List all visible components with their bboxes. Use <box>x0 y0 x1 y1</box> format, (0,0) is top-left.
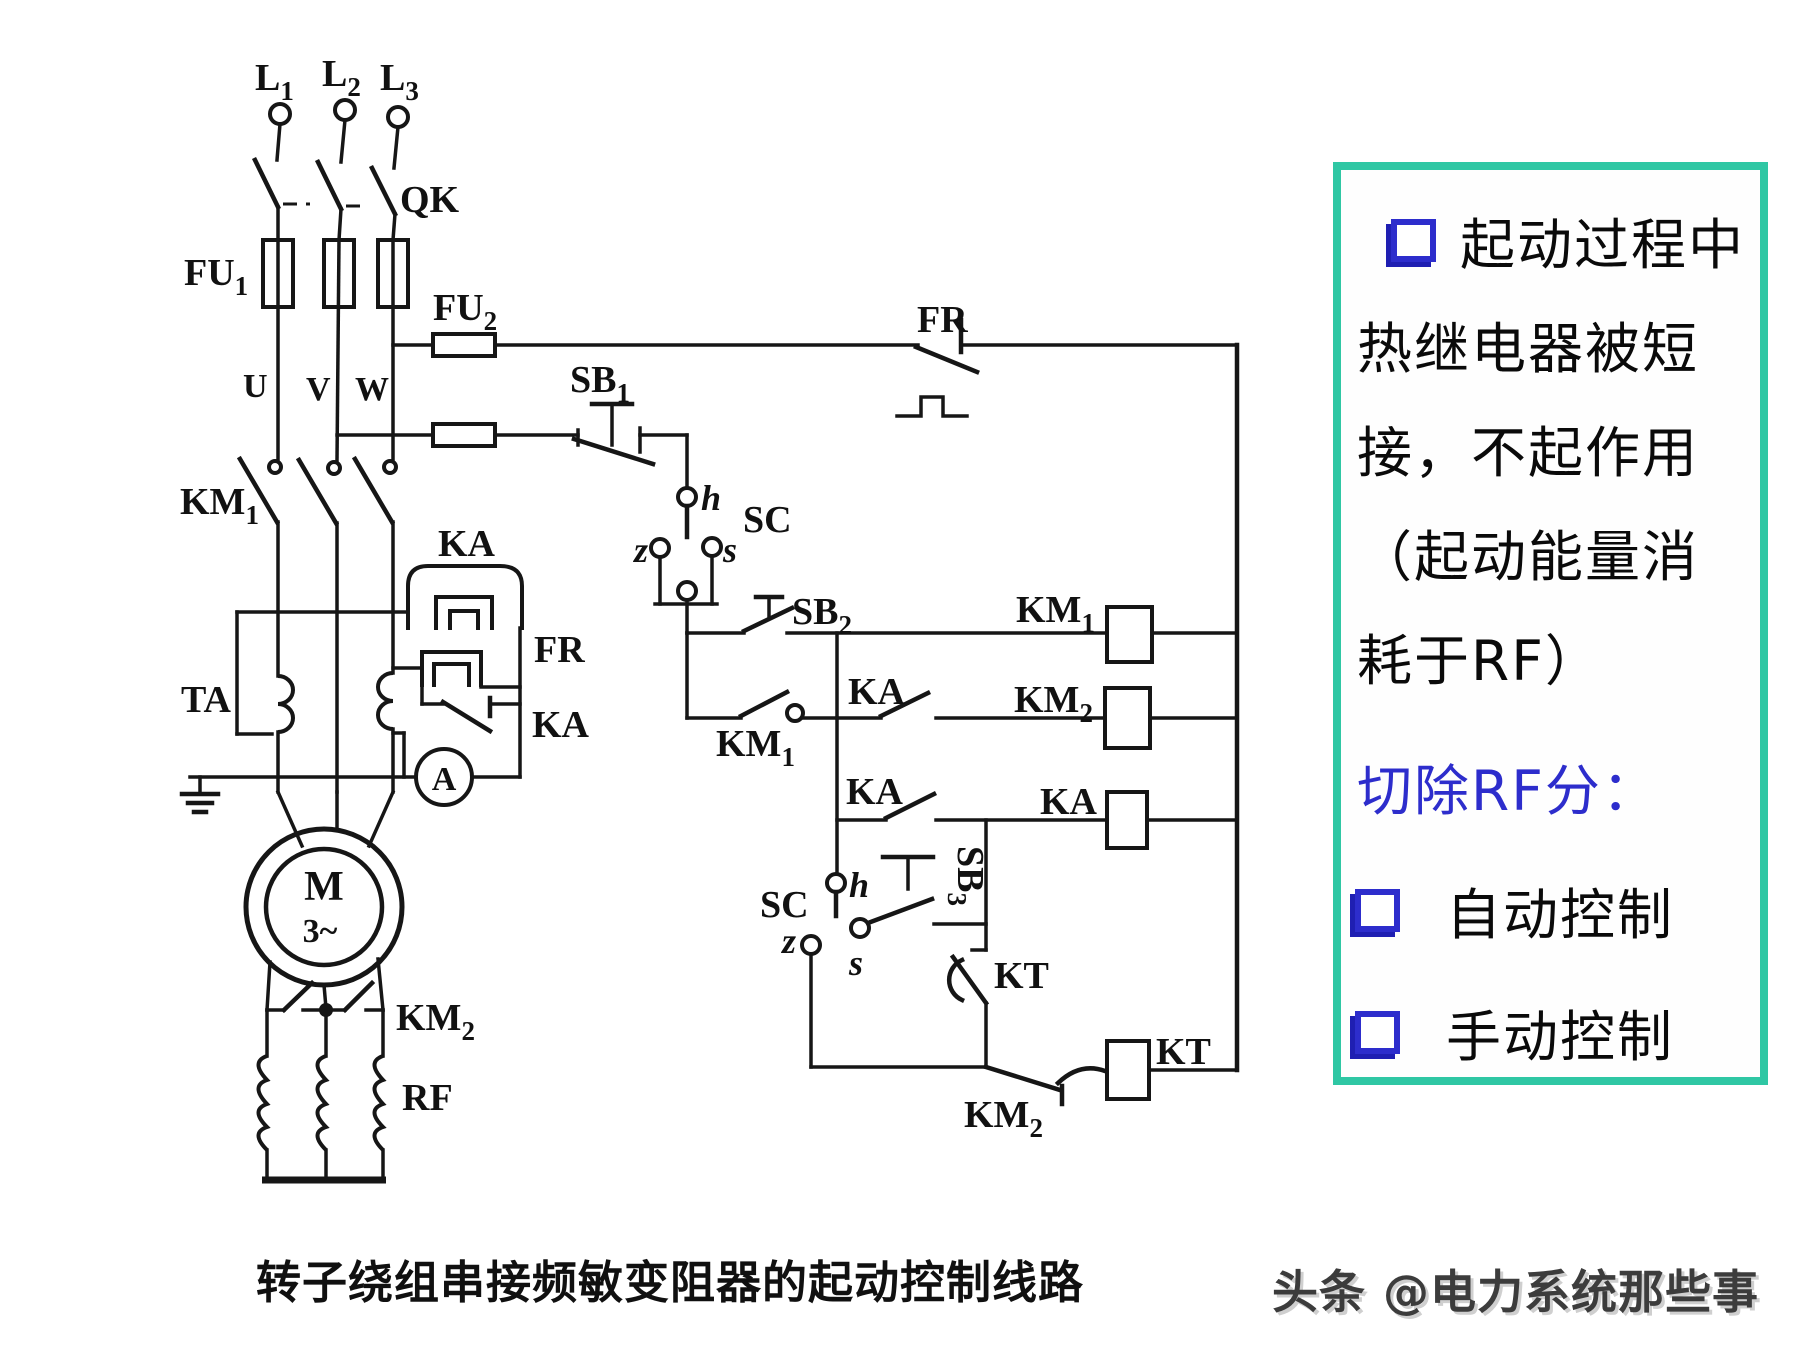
label-FR-top: FR <box>917 299 968 341</box>
label-KA-meter: KA <box>532 704 590 746</box>
label-KM1-hold: KM1 <box>716 723 795 772</box>
fr-reset-icon <box>895 395 969 418</box>
label-KM2-nc: KM2 <box>964 1094 1043 1143</box>
note-line-3: 接，不起作用 <box>1357 408 1699 488</box>
fu2-fuse-icon <box>431 422 497 448</box>
note-text-blue: 切除RF分： <box>1357 759 1659 823</box>
motor: M 3~ <box>243 789 405 988</box>
label-SB1: SB1 <box>570 359 630 408</box>
note-line-4: （起动能量消 <box>1357 512 1699 592</box>
km1-coil-icon <box>1105 605 1154 664</box>
note-line-1: 起动过程中 <box>1391 200 1745 280</box>
label-KA-no1: KA <box>848 671 906 713</box>
watermark: 头条 @电力系统那些事 <box>1272 1265 1760 1319</box>
label-h-low: h <box>849 865 869 905</box>
km2-nc-hook-icon <box>1054 1066 1108 1087</box>
label-KM2-coil: KM2 <box>1014 679 1093 728</box>
fu1-fuses: FU1 U V W <box>184 238 410 462</box>
sb2-km1-branch: SB2 KM1 KM1 <box>685 589 1239 876</box>
label-KT-contact: KT <box>994 955 1049 997</box>
ct-u-icon <box>277 674 295 734</box>
qk-knife-switch: QK <box>251 156 460 242</box>
label-KM1-main: KM1 <box>180 481 259 530</box>
rotor-km2-rf: KM2 RF <box>256 957 475 1184</box>
ct-w-icon <box>376 671 394 731</box>
ka-kacoil-branch: KA KA <box>835 771 1239 850</box>
kt-coil-icon <box>1105 1039 1151 1101</box>
km2nc-ktcoil-branch: KM2 KT <box>964 1031 1239 1143</box>
note-text: 起动过程中 <box>1460 213 1746 277</box>
km1-main-contacts: KM1 <box>180 455 398 794</box>
label-SC-low: SC <box>760 884 809 926</box>
checkbox-bullet-icon <box>1355 1010 1400 1054</box>
motor-inner-circle <box>263 846 385 968</box>
label-3ph: 3~ <box>303 913 338 950</box>
note-text: 耗于RF） <box>1357 629 1602 693</box>
rf-coil-icon <box>372 1054 387 1152</box>
label-h-top: h <box>701 478 721 518</box>
label-V: V <box>306 371 331 408</box>
kt-delay-arc-icon <box>946 957 965 1003</box>
fu2-fuse-icon <box>431 332 497 358</box>
label-KM2-rotor: KM2 <box>396 997 475 1046</box>
note-line-5: 耗于RF） <box>1357 616 1602 696</box>
rf-coil-icon <box>315 1054 330 1152</box>
ta-measuring-block: TA KA FR KA A <box>179 523 590 815</box>
control-rail-top: FU2 FR <box>391 287 1239 418</box>
ka-relay-coil-icon <box>406 564 524 630</box>
label-SB2: SB2 <box>792 591 852 640</box>
note-text: 热继电器被短 <box>1357 317 1700 381</box>
supply-terminals: L1 L2 L3 <box>255 53 419 170</box>
figure-caption: 转子绕组串接频敏变阻器的起动控制线路 <box>256 1256 1085 1309</box>
ka-coil-icon <box>1105 790 1149 850</box>
label-L2: L2 <box>322 53 361 102</box>
label-SC-top: SC <box>743 499 792 541</box>
label-FU1: FU1 <box>184 252 248 301</box>
label-RF: RF <box>402 1077 453 1119</box>
label-L3: L3 <box>380 57 419 106</box>
label-s-top: s <box>722 530 737 570</box>
label-W: W <box>355 371 389 408</box>
label-A: A <box>432 761 457 798</box>
label-TA: TA <box>181 679 232 721</box>
label-L1: L1 <box>255 57 294 106</box>
label-z-low: z <box>780 921 796 961</box>
label-QK: QK <box>400 179 460 221</box>
label-KM1-coil: KM1 <box>1016 589 1095 638</box>
label-FU2: FU2 <box>433 287 497 336</box>
label-U: U <box>243 368 268 405</box>
label-KA-coil: KA <box>1040 781 1098 823</box>
ka-km2coil-branch: KA KM2 <box>835 671 1239 750</box>
label-KA-no2: KA <box>846 771 904 813</box>
note-text: 手动控制 <box>1446 1005 1675 1069</box>
note-line-6: 切除RF分： <box>1357 746 1659 826</box>
control-rail-sb1: SB1 <box>335 359 689 490</box>
sc-switch-upper: h z s SC <box>632 478 792 635</box>
km2-coil-icon <box>1103 686 1152 750</box>
note-line-8: 手动控制 <box>1355 992 1674 1072</box>
checkbox-bullet-icon <box>1391 218 1436 262</box>
note-text: 自动控制 <box>1446 883 1675 947</box>
note-line-7: 自动控制 <box>1355 870 1674 950</box>
label-FR-heater: FR <box>534 629 585 671</box>
label-s-low: s <box>848 943 863 983</box>
note-text: 接，不起作用 <box>1357 421 1700 485</box>
rf-coil-icon <box>256 1054 271 1152</box>
kt-contact-branch: KT <box>946 818 1049 1069</box>
sc-switch-lower: SC h z s SB3 <box>760 846 991 1069</box>
label-KT-coil: KT <box>1156 1031 1211 1073</box>
label-M: M <box>304 864 344 910</box>
label-z-top: z <box>632 530 648 570</box>
ground-icon <box>179 775 221 815</box>
note-line-2: 热继电器被短 <box>1357 304 1699 384</box>
fr-heater-icon <box>420 650 483 687</box>
note-panel: 起动过程中 热继电器被短 接，不起作用 （起动能量消 耗于RF） 切除RF分： … <box>1333 162 1768 1085</box>
checkbox-bullet-icon <box>1355 888 1400 932</box>
note-text: （起动能量消 <box>1357 525 1700 589</box>
label-SB3: SB3 <box>942 846 991 906</box>
label-KA-relay: KA <box>438 523 496 565</box>
